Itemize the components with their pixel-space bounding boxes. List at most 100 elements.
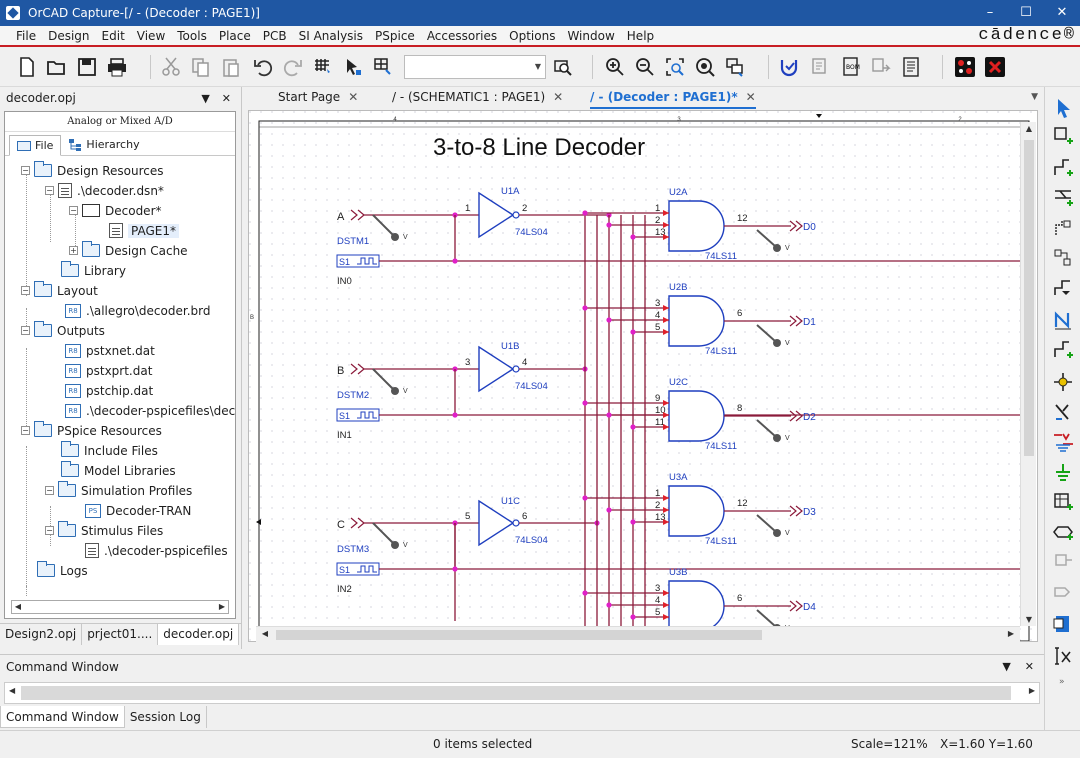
menu-help[interactable]: Help xyxy=(626,28,655,43)
save-icon[interactable] xyxy=(76,56,98,78)
print-icon[interactable] xyxy=(106,56,128,78)
command-output[interactable]: ◀ ▶ xyxy=(4,682,1040,704)
zoom-in-icon[interactable] xyxy=(604,56,626,78)
menu-file[interactable]: File xyxy=(16,28,37,43)
menu-si-analysis[interactable]: SI Analysis xyxy=(298,28,364,43)
redo-icon[interactable] xyxy=(282,56,304,78)
place-text-icon[interactable] xyxy=(1052,645,1074,667)
paste-icon[interactable] xyxy=(220,56,242,78)
pane-close-icon[interactable]: ✕ xyxy=(221,91,231,105)
place-net-alias-icon[interactable] xyxy=(1052,277,1074,299)
tree-layout[interactable]: −Layout xyxy=(21,281,98,298)
tab-file[interactable]: File xyxy=(9,135,62,156)
zoom-area-icon[interactable] xyxy=(664,56,686,78)
tree-outputs[interactable]: −Outputs xyxy=(21,321,105,338)
tree-model-libraries[interactable]: Model Libraries xyxy=(61,461,176,480)
place-power-icon[interactable] xyxy=(1052,371,1074,393)
tree-include-files[interactable]: Include Files xyxy=(61,441,158,460)
bom-icon[interactable]: BOM xyxy=(840,56,862,78)
menu-place[interactable]: Place xyxy=(218,28,251,43)
canvas-horizontal-scrollbar[interactable]: ◀ ▶ xyxy=(256,626,1020,642)
place-bus-entry-icon[interactable] xyxy=(1052,187,1074,209)
menu-tools[interactable]: Tools xyxy=(177,28,207,43)
search-icon[interactable] xyxy=(552,56,574,78)
tab-command-window[interactable]: Command Window xyxy=(0,706,125,728)
menu-view[interactable]: View xyxy=(136,28,166,43)
scroll-thumb[interactable] xyxy=(1024,140,1034,456)
project-tree-scrollbar[interactable]: ◀ ▶ xyxy=(11,600,229,614)
project-tab-decoder[interactable]: decoder.opj xyxy=(158,624,240,645)
place-part-icon[interactable] xyxy=(1052,125,1074,147)
place-pin-icon[interactable] xyxy=(1052,551,1074,573)
place-hierarchical-block-icon[interactable] xyxy=(1052,491,1074,513)
tree-design-cache[interactable]: +Design Cache xyxy=(69,241,188,258)
tree-decoder-schematic[interactable]: −Decoder* xyxy=(69,203,162,218)
part-search-combo[interactable]: ▼ xyxy=(404,55,546,79)
doc-tab-decoder-page1[interactable]: / - (Decoder : PAGE1)*✕ xyxy=(590,87,756,109)
doc-tab-schematic1[interactable]: / - (SCHEMATIC1 : PAGE1)✕ xyxy=(392,87,563,109)
command-scroll-thumb[interactable] xyxy=(21,686,1011,700)
tree-pspice-resources[interactable]: −PSpice Resources xyxy=(21,421,162,438)
chevron-down-icon[interactable]: ▼ xyxy=(534,62,541,71)
tree-design-resources[interactable]: −Design Resources xyxy=(21,161,164,178)
minimize-button[interactable]: – xyxy=(986,5,994,20)
maximize-button[interactable]: ☐ xyxy=(1020,5,1032,20)
tab-session-log[interactable]: Session Log xyxy=(125,706,207,728)
place-vcc-icon[interactable] xyxy=(1052,461,1074,483)
close-icon[interactable]: ✕ xyxy=(348,90,359,104)
pane-menu-icon[interactable]: ▼ xyxy=(201,91,210,105)
tree-logs[interactable]: Logs xyxy=(37,561,88,580)
cross-ref-icon[interactable] xyxy=(870,56,892,78)
tree-stimulus-files[interactable]: −Stimulus Files xyxy=(45,521,164,538)
place-wire-icon[interactable] xyxy=(1052,157,1074,179)
close-icon[interactable]: ✕ xyxy=(745,90,756,104)
tabs-dropdown-icon[interactable]: ▼ xyxy=(1031,92,1038,102)
menu-pcb[interactable]: PCB xyxy=(262,28,287,43)
pcb-link-icon[interactable] xyxy=(954,56,976,78)
pcb-update-icon[interactable] xyxy=(984,56,1006,78)
scroll-right-icon[interactable]: ▶ xyxy=(1028,686,1035,695)
netlist-icon[interactable] xyxy=(810,56,832,78)
menu-options[interactable]: Options xyxy=(509,28,556,43)
zoom-out-icon[interactable] xyxy=(634,56,656,78)
close-button[interactable]: ✕ xyxy=(1056,5,1068,20)
open-icon[interactable] xyxy=(46,56,68,78)
tree-page1[interactable]: PAGE1* xyxy=(109,221,179,240)
tab-hierarchy[interactable]: Hierarchy xyxy=(61,134,146,155)
menu-pspice[interactable]: PSpice xyxy=(375,28,415,43)
place-net-group-icon[interactable] xyxy=(1052,217,1074,239)
cut-icon[interactable] xyxy=(160,56,182,78)
place-junction-icon[interactable] xyxy=(1052,339,1074,361)
tree-decoder-brd[interactable]: R8.\allegro\decoder.brd xyxy=(65,301,210,320)
place-auto-wire-icon[interactable] xyxy=(1052,247,1074,269)
drc-icon[interactable] xyxy=(778,56,800,78)
close-icon[interactable]: ✕ xyxy=(553,90,564,104)
snap-icon[interactable] xyxy=(372,56,394,78)
scroll-right-icon[interactable]: ▶ xyxy=(218,602,226,611)
place-no-connect-icon[interactable] xyxy=(1052,401,1074,423)
pane-menu-icon[interactable]: ▼ xyxy=(1002,660,1011,673)
select-icon[interactable] xyxy=(342,56,364,78)
tree-library[interactable]: Library xyxy=(61,261,126,280)
undo-icon[interactable] xyxy=(252,56,274,78)
menu-accessories[interactable]: Accessories xyxy=(426,28,498,43)
pointer-icon[interactable] xyxy=(1052,97,1074,119)
project-tab-design2[interactable]: Design2.opj xyxy=(0,624,83,645)
scroll-up-icon[interactable]: ▲ xyxy=(1025,124,1033,133)
scroll-down-icon[interactable]: ▼ xyxy=(1025,615,1033,624)
place-ground-icon[interactable] xyxy=(1052,431,1074,453)
copy-icon[interactable] xyxy=(190,56,212,78)
menu-design[interactable]: Design xyxy=(48,28,90,43)
zoom-fit-icon[interactable] xyxy=(694,56,716,78)
palette-more-icon[interactable]: » xyxy=(1059,677,1065,687)
zoom-page-icon[interactable] xyxy=(724,56,746,78)
report-icon[interactable] xyxy=(900,56,922,78)
scroll-right-icon[interactable]: ▶ xyxy=(1007,629,1015,638)
tree-decoder-dsn[interactable]: −.\decoder.dsn* xyxy=(45,183,164,198)
scroll-left-icon[interactable]: ◀ xyxy=(9,686,16,695)
place-off-page-icon[interactable] xyxy=(1052,581,1074,603)
